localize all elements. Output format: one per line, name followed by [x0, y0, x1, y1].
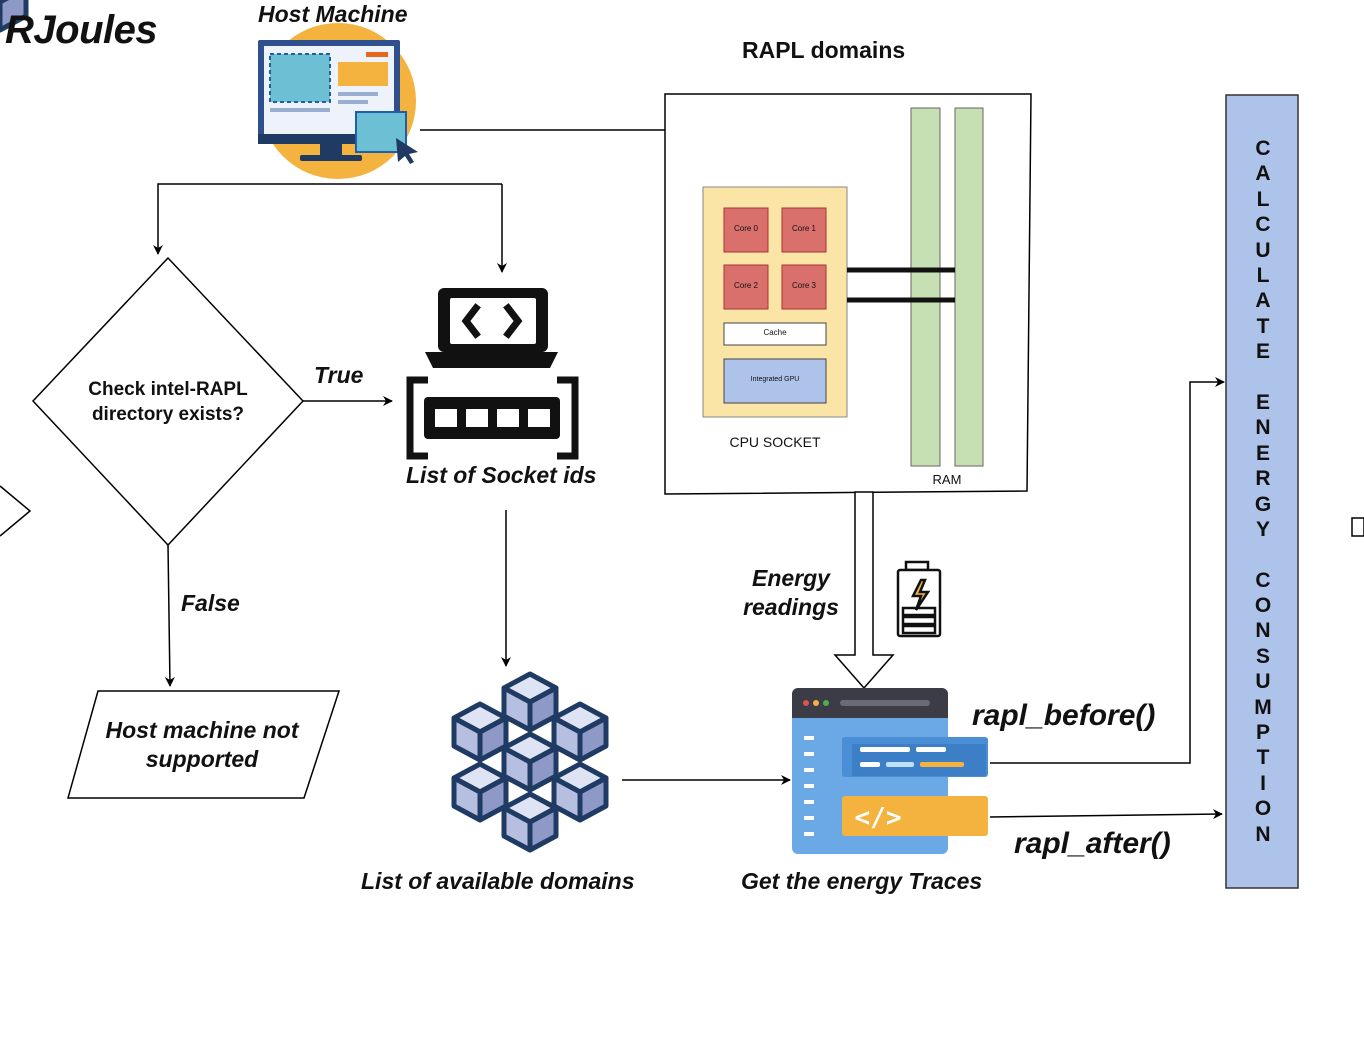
offscreen-shape-edge	[0, 485, 32, 537]
calculate-letter: O	[1254, 797, 1272, 821]
energy-readings-line-2: readings	[743, 594, 839, 620]
energy-readings-line-1: Energy	[752, 565, 830, 591]
cubes-icon	[0, 0, 606, 850]
calculate-letter: M	[1254, 695, 1272, 719]
calculate-letter: U	[1255, 238, 1271, 262]
rapl-after-label: rapl_after()	[1014, 827, 1171, 860]
rapl-after-arrow	[989, 809, 1223, 820]
calculate-letter: O	[1254, 594, 1272, 618]
not-supported-parallelogram	[67, 690, 341, 799]
not-supported-line-1: Host machine not	[105, 717, 299, 743]
host-to-decision-arrow	[153, 183, 502, 255]
computer-monitor-icon	[258, 23, 418, 179]
calculate-energy-box	[1225, 94, 1299, 889]
calculate-letter: N	[1255, 619, 1271, 643]
calculate-letter: P	[1255, 721, 1270, 745]
not-supported-line-2: supported	[145, 746, 259, 772]
laptop-code-icon	[406, 288, 579, 460]
calculate-letter: T	[1256, 746, 1270, 770]
energy-traces-label: Get the energy Traces	[741, 868, 983, 894]
core-3	[781, 264, 827, 310]
battery-icon	[896, 560, 942, 638]
gpu-label: Integrated GPU	[750, 376, 800, 383]
calculate-letter: G	[1254, 492, 1272, 516]
host-machine-label: Host Machine	[258, 1, 408, 27]
calculate-letter: E	[1255, 340, 1270, 364]
calculate-letter: N	[1255, 416, 1271, 440]
calculate-letter: E	[1255, 390, 1270, 414]
not-supported-text: Host machine not supported	[82, 716, 322, 774]
rapl-before-label: rapl_before()	[972, 699, 1156, 732]
calculate-letter: Y	[1255, 517, 1270, 541]
calculate-letter: C	[1255, 213, 1271, 237]
core-0-label: Core 0	[733, 224, 758, 233]
energy-readings-text: Energy readings	[730, 564, 852, 622]
calculate-letter: S	[1255, 644, 1270, 668]
offscreen-shape-right	[1351, 517, 1364, 537]
calculate-letter: C	[1255, 568, 1271, 592]
true-label: True	[314, 362, 364, 388]
core-2-label: Core 2	[733, 281, 758, 290]
decision-text: Check intel-RAPL directory exists?	[58, 377, 278, 427]
socket-ids-label: List of Socket ids	[406, 462, 597, 488]
calculate-letter	[1260, 365, 1266, 390]
core-1	[781, 207, 827, 253]
ram-modules	[910, 107, 984, 467]
calculate-letter: C	[1255, 137, 1271, 161]
cpu-socket	[702, 186, 848, 418]
code-window-icon: </>	[792, 688, 988, 854]
diagram-title: RJoules	[5, 8, 158, 52]
cpu-socket-label: CPU SOCKET	[729, 434, 821, 450]
rapl-domains-label: RAPL domains	[742, 37, 906, 63]
core-1-label: Core 1	[791, 224, 816, 233]
cache-label: Cache	[763, 328, 787, 337]
calculate-letter: L	[1256, 263, 1270, 287]
calculate-letter: A	[1255, 162, 1271, 186]
energy-readings-arrow	[833, 491, 895, 690]
calculate-letter	[1260, 542, 1266, 567]
core-2	[723, 264, 769, 310]
domains-label: List of available domains	[361, 868, 635, 894]
calculate-letter: N	[1255, 822, 1271, 846]
ram-label: RAM	[932, 472, 962, 487]
calculate-letter: R	[1255, 467, 1271, 491]
calculate-letter: E	[1255, 441, 1270, 465]
core-0	[723, 207, 769, 253]
calculate-letter: U	[1255, 670, 1271, 694]
false-arrow	[164, 544, 175, 687]
rapl-before-arrow	[990, 377, 1225, 764]
decision-line-2: directory exists?	[91, 404, 245, 425]
calculate-letter: T	[1256, 314, 1270, 338]
calculate-letter: L	[1256, 187, 1270, 211]
core-3-label: Core 3	[791, 281, 816, 290]
decision-line-1: Check intel-RAPL	[88, 379, 248, 400]
calculate-letter: I	[1260, 771, 1266, 795]
cache-block	[723, 322, 827, 346]
svg-text:</>: </>	[855, 803, 902, 833]
false-label: False	[181, 590, 240, 616]
memory-bus-lines	[847, 267, 955, 303]
gpu-block	[723, 358, 827, 404]
calculate-letter: A	[1255, 289, 1271, 313]
